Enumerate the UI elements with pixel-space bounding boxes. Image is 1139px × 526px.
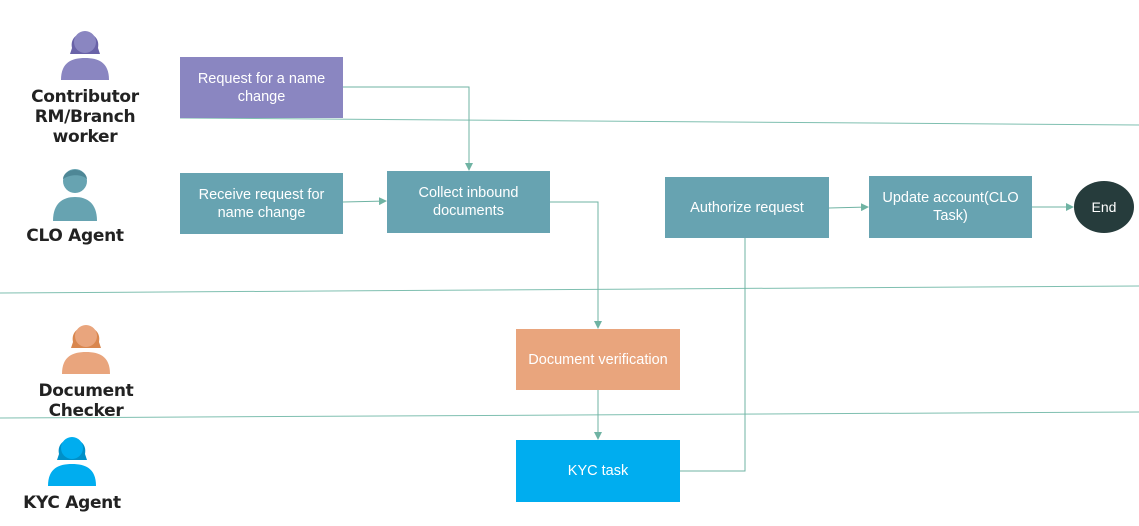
lane-divider — [179, 117, 1139, 126]
lane-label-document-checker: Document Checker — [38, 381, 134, 421]
lane-divider — [0, 411, 1139, 419]
lane-label-clo-agent: CLO Agent — [26, 226, 124, 246]
lane-label-kyc-agent: KYC Agent — [23, 493, 121, 513]
connector-arrow — [550, 201, 602, 329]
connector-arrow — [828, 203, 869, 212]
lane-label-line: RM/Branch worker — [34, 107, 136, 147]
lane-divider — [0, 285, 1139, 294]
lane-contributor: Contributor RM/Branch worker — [0, 22, 170, 147]
node-receive-request[interactable]: Receive request for name change — [180, 173, 343, 234]
node-kyc-task[interactable]: KYC task — [516, 440, 680, 502]
lane-document-checker: Document Checker — [0, 318, 172, 421]
node-end[interactable]: End — [1074, 181, 1134, 233]
lane-label-contributor: Contributor RM/Branch worker — [0, 87, 170, 147]
lane-kyc-agent: KYC Agent — [0, 430, 144, 513]
node-document-verification[interactable]: Document verification — [516, 329, 680, 390]
lane-clo-agent: CLO Agent — [0, 165, 150, 246]
woman-avatar-icon — [61, 31, 109, 80]
lane-label-line: Contributor — [31, 87, 139, 107]
node-authorize-request[interactable]: Authorize request — [665, 177, 829, 238]
node-collect-documents[interactable]: Collect inbound documents — [387, 171, 550, 233]
connector-arrow — [342, 197, 387, 206]
connector-arrow — [343, 86, 473, 171]
man-avatar-icon — [53, 169, 97, 221]
node-request-name-change[interactable]: Request for a name change — [180, 57, 343, 118]
node-update-account[interactable]: Update account(CLO Task) — [869, 176, 1032, 238]
woman-avatar-icon — [48, 437, 96, 486]
connector-arrow — [680, 238, 746, 472]
woman-avatar-icon — [62, 325, 110, 374]
